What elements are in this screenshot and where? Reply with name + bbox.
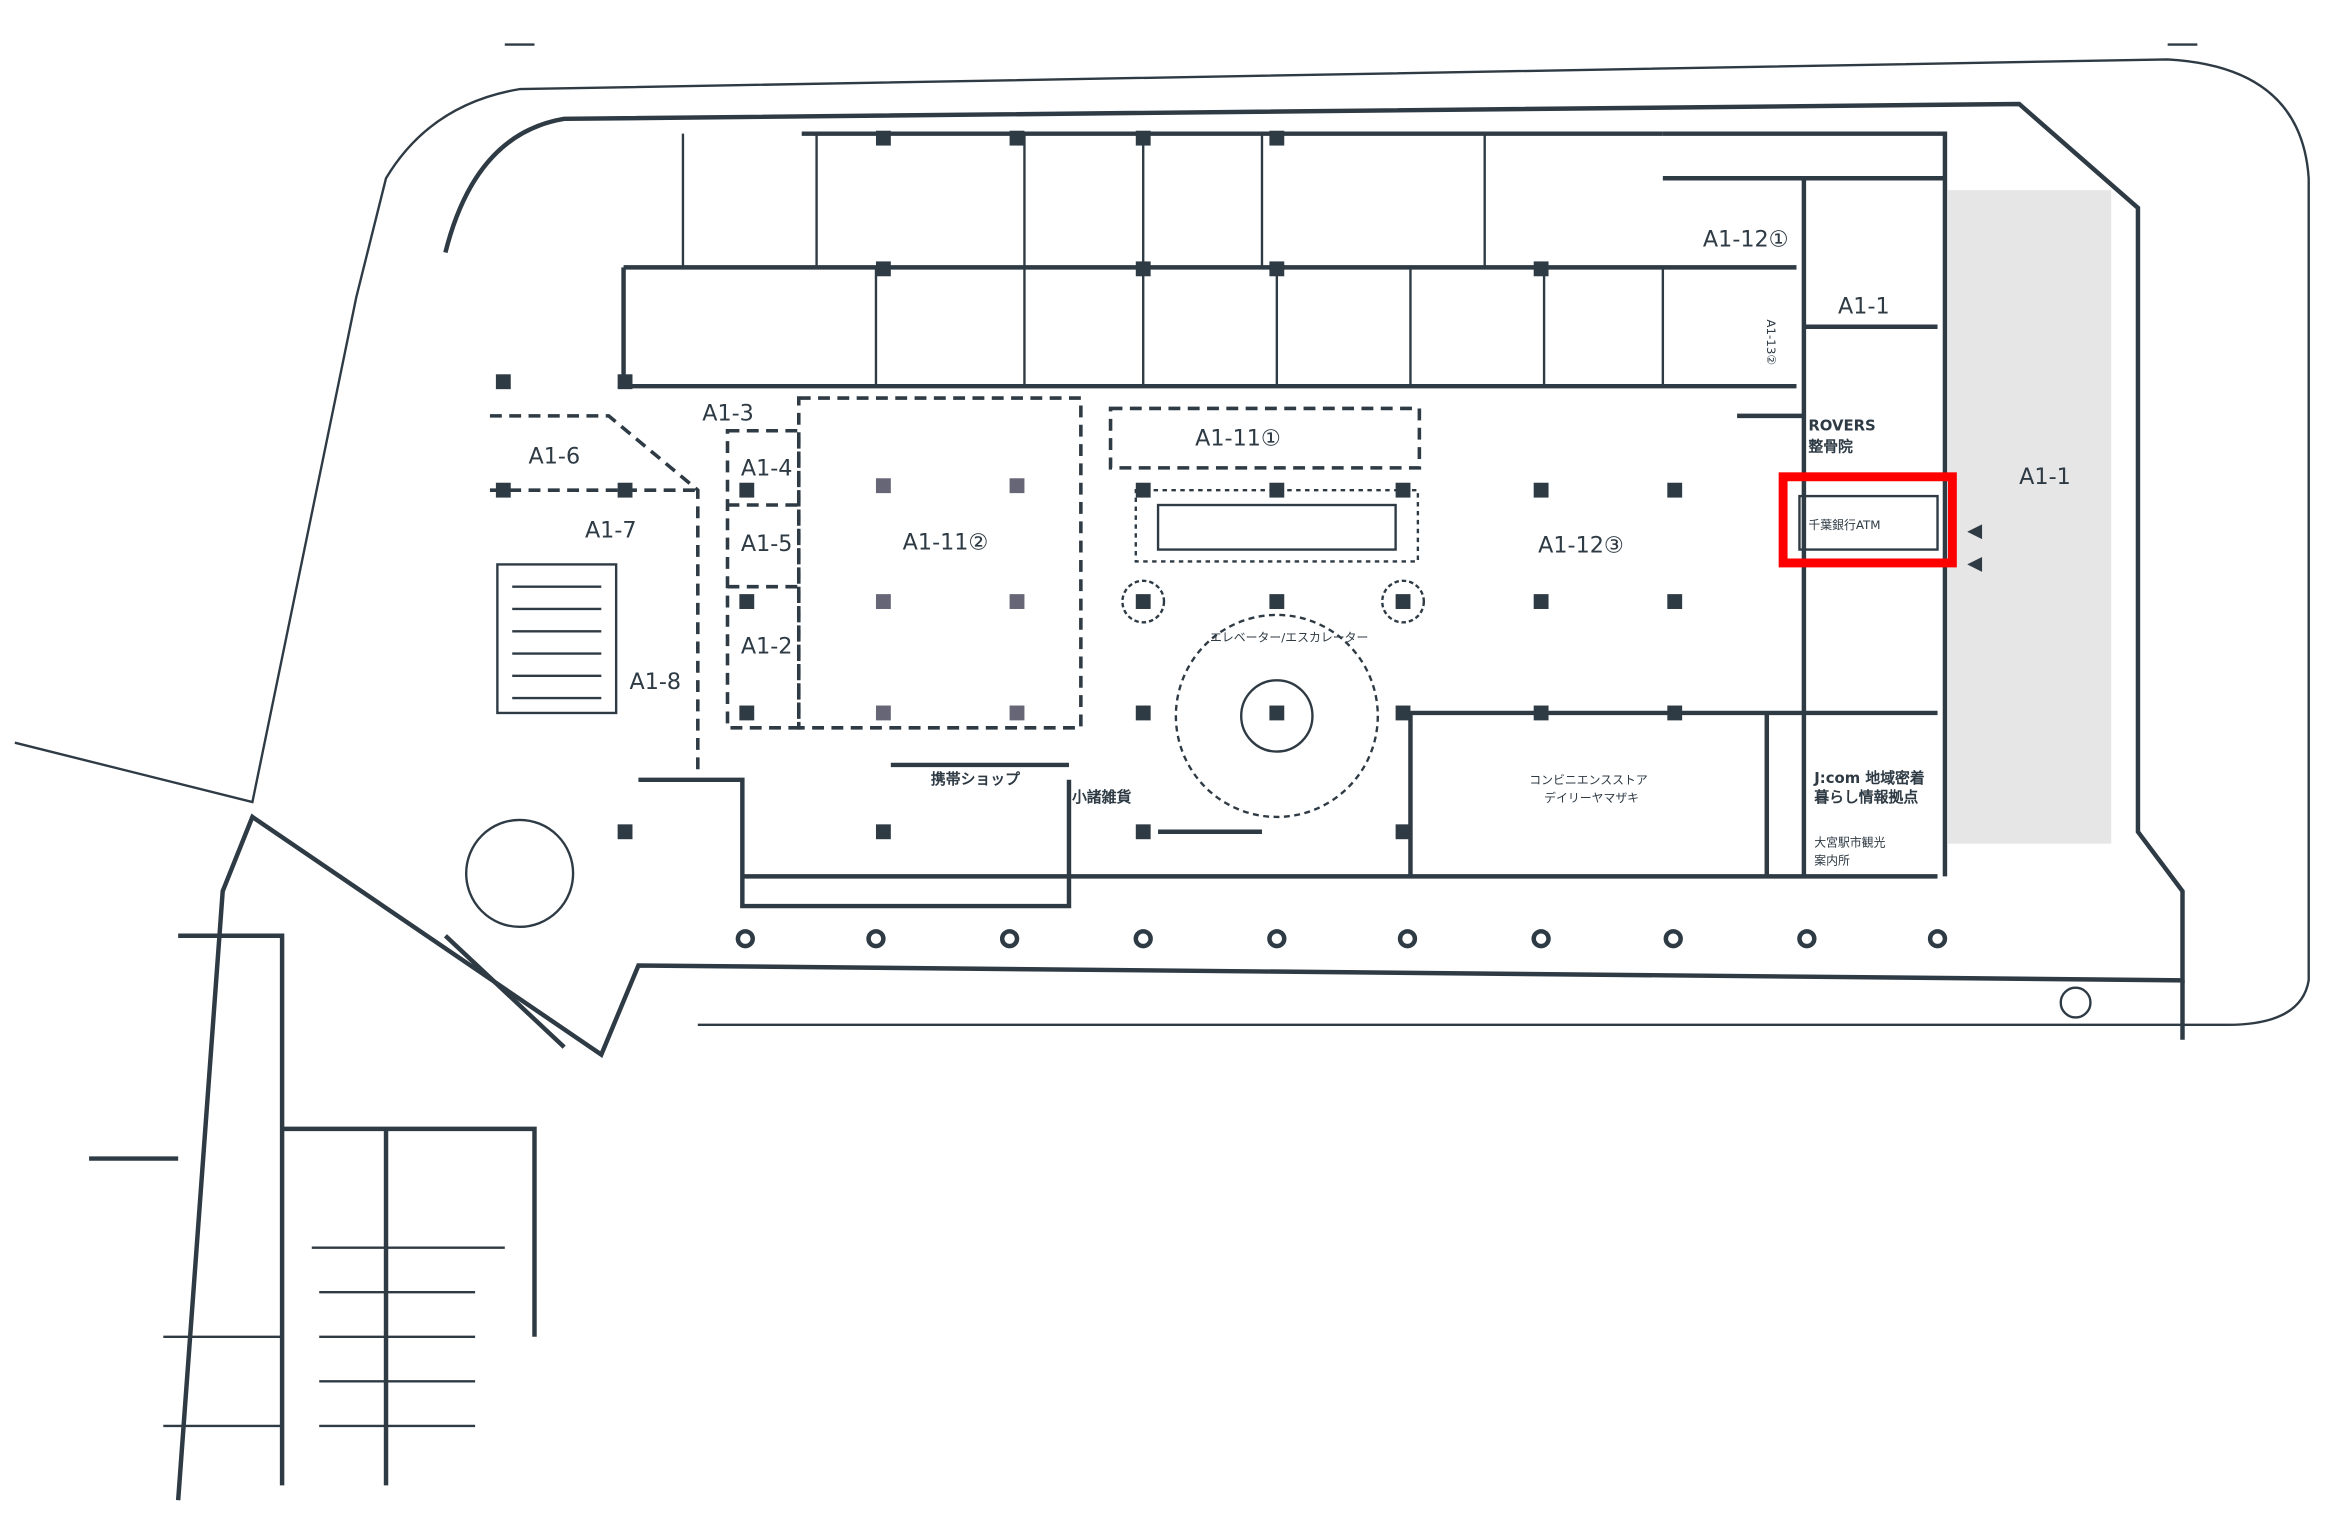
building-wall bbox=[175, 101, 2185, 1501]
room-a1-12-1: A1-12① bbox=[1703, 227, 1789, 253]
shop-info-sub: 案内所 bbox=[1814, 853, 1850, 867]
room-a1-3: A1-3 bbox=[702, 400, 754, 426]
room-a1-11-2: A1-11② bbox=[903, 530, 989, 556]
escalator-label: エレベーター/エスカレーター bbox=[1210, 631, 1368, 645]
shop-atm: 千葉銀行ATM bbox=[1808, 518, 1880, 532]
shop-rovers: ROVERS bbox=[1808, 417, 1875, 435]
room-a1-7: A1-7 bbox=[585, 518, 637, 544]
room-a1-6: A1-6 bbox=[529, 443, 581, 469]
atm-highlight bbox=[1778, 472, 1957, 568]
room-a1-4: A1-4 bbox=[741, 455, 793, 481]
shop-phone: 携帯ショップ bbox=[931, 770, 1020, 788]
shop-rovers-sub: 整骨院 bbox=[1808, 438, 1853, 456]
room-a1-2: A1-2 bbox=[741, 634, 793, 660]
area-a1-11-1 bbox=[1108, 406, 1422, 470]
structural-columns bbox=[495, 130, 1683, 840]
room-a1-12-3: A1-12③ bbox=[1538, 533, 1624, 559]
plaza-area bbox=[1947, 190, 2112, 844]
elevator-hall bbox=[1174, 613, 1379, 819]
site-outline bbox=[14, 58, 2310, 1027]
room-a1-8: A1-8 bbox=[630, 669, 682, 695]
room-a1-11-1: A1-11① bbox=[1195, 426, 1281, 452]
fountain-circle bbox=[465, 818, 575, 929]
room-a1-13: A1-13② bbox=[1764, 319, 1778, 365]
shop-jcom: J:com 地域密着 bbox=[1813, 769, 1925, 787]
entrance-arrows bbox=[1967, 524, 1983, 572]
shop-info: 大宮駅市観光 bbox=[1814, 836, 1885, 850]
shop-conbini-sub: デイリーヤマザキ bbox=[1544, 791, 1639, 805]
room-a1-1: A1-1 bbox=[1838, 293, 1890, 319]
shop-jcom-sub: 暮らし情報拠点 bbox=[1813, 788, 1918, 806]
shop-small: 小諸雑貨 bbox=[1072, 788, 1132, 806]
area-a1-11-2 bbox=[796, 396, 1083, 730]
facade-columns bbox=[735, 929, 1948, 949]
room-a1-5: A1-5 bbox=[741, 531, 793, 557]
shop-conbini: コンビニエンスストア bbox=[1529, 773, 1648, 787]
room-a1-1-plaza: A1-1 bbox=[2019, 464, 2071, 490]
